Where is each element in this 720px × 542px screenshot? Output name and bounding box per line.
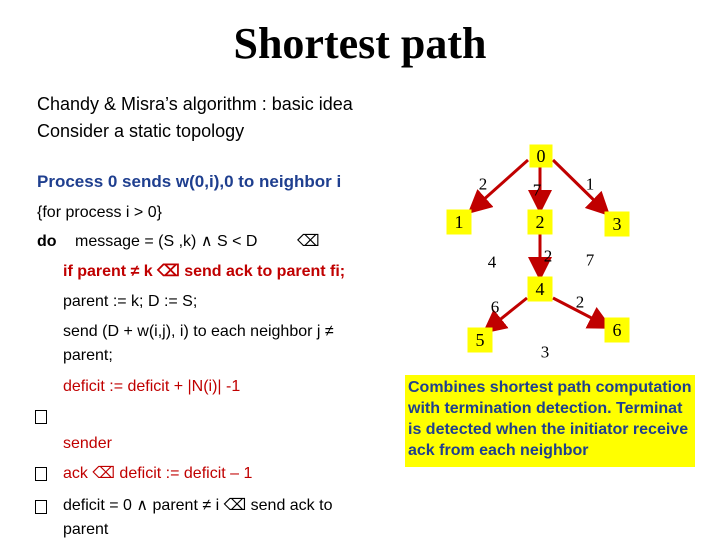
edge-4-to-6 <box>552 296 613 329</box>
weight-1-4: 4 <box>488 253 497 272</box>
deficit-line: deficit := deficit + |N(i)| -1 <box>63 378 241 395</box>
send-line-2: parent; <box>63 347 113 364</box>
process-zero-line: Process 0 sends w(0,i),0 to neighbor i <box>37 172 342 191</box>
do-keyword: do <box>37 233 57 250</box>
missing-glyph-bullet-2 <box>35 467 47 481</box>
node-2 <box>527 209 553 235</box>
final-line-2: parent <box>63 521 109 538</box>
node-4-label: 4 <box>536 279 545 299</box>
node-2-label: 2 <box>536 212 545 232</box>
send-line-1: send (D + w(i,j), i) to each neighbor j … <box>63 323 334 340</box>
note-line-4: ack from each neighbor <box>408 442 589 459</box>
ack-line: ack ⌫ deficit := deficit – 1 <box>63 465 253 482</box>
summary-note: Combines shortest path computation with … <box>405 375 695 467</box>
note-line-3: is detected when the initiator receive <box>408 421 689 438</box>
node-3-label: 3 <box>613 214 622 234</box>
final-line-1: deficit = 0 ∧ parent ≠ i ⌫ send ack to <box>63 497 333 514</box>
missing-glyph-bullet-1 <box>35 410 47 424</box>
node-3 <box>604 211 630 237</box>
weight-4-6: 2 <box>576 293 585 312</box>
if-parent-line: if parent ≠ k ⌫ send ack to parent fi; <box>63 263 346 280</box>
for-process-line: {for process i > 0} <box>37 204 162 221</box>
weight-0-3: 1 <box>586 175 595 194</box>
node-0-label: 0 <box>537 146 546 166</box>
node-5 <box>467 327 493 353</box>
delete-symbol: ⌫ <box>297 233 320 250</box>
note-line-1: Combines shortest path computation <box>408 379 692 396</box>
node-6-label: 6 <box>613 320 622 340</box>
slide-title: Shortest path <box>233 19 487 68</box>
edge-0-to-3 <box>551 158 611 217</box>
weight-0-1: 2 <box>479 175 488 194</box>
node-4 <box>527 276 553 302</box>
edge-0-to-1 <box>467 158 529 214</box>
missing-glyph-bullet-3 <box>35 500 47 514</box>
weight-3-4: 7 <box>586 251 595 270</box>
edge-4-to-5 <box>482 296 528 334</box>
weight-0-2: 7 <box>533 181 542 200</box>
node-5-label: 5 <box>476 330 485 350</box>
node-1 <box>446 209 472 235</box>
parent-assign-line: parent := k; D := S; <box>63 293 198 310</box>
do-message-condition: message = (S ,k) ∧ S < D <box>75 233 258 250</box>
node-0 <box>529 144 553 168</box>
weight-4-5: 6 <box>491 298 500 317</box>
intro-line-1: Chandy & Misra’s algorithm : basic idea <box>37 94 353 114</box>
sender-label: sender <box>63 435 112 452</box>
note-line-2: with termination detection. Terminat <box>408 400 683 417</box>
weight-5-6: 3 <box>541 343 550 362</box>
weight-2-4: 2 <box>544 247 553 266</box>
node-1-label: 1 <box>455 212 464 232</box>
intro-line-2: Consider a static topology <box>37 121 245 141</box>
node-6 <box>604 317 630 343</box>
